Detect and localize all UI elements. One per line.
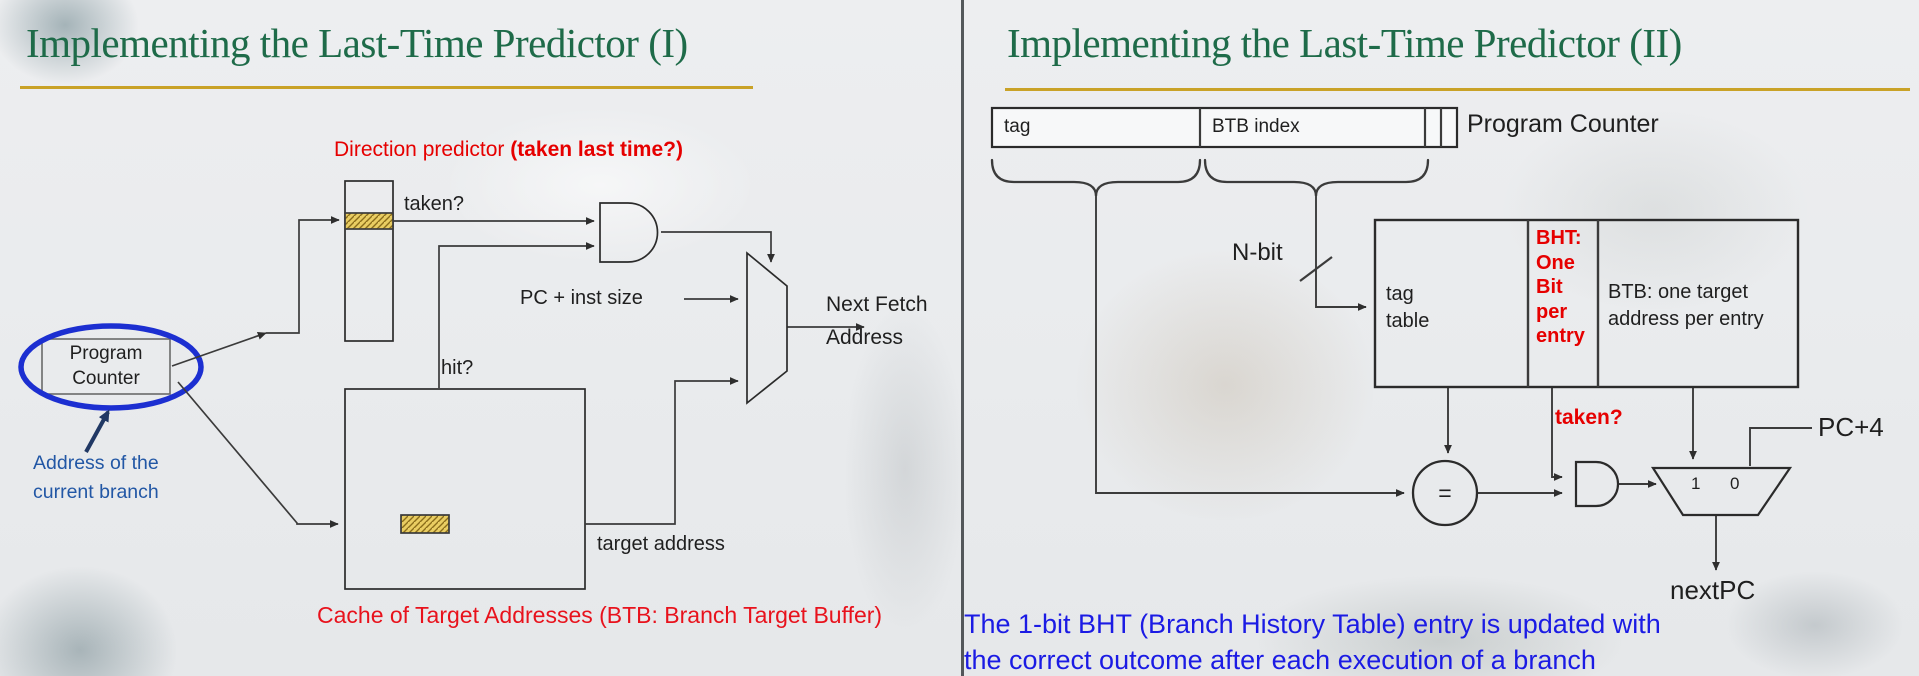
underbraces (990, 158, 1430, 197)
left-wires (171, 216, 865, 528)
bht-line: entry (1536, 325, 1585, 347)
bht-note-line2: the correct outcome after each execution… (964, 645, 1596, 675)
background-art (1690, 550, 1919, 676)
btb-entry-hatched (400, 514, 450, 534)
background-art (390, 80, 810, 290)
btb-caption: Cache of Target Addresses (BTB: Branch T… (317, 602, 883, 628)
address-note-line1: Address of the (33, 452, 159, 474)
header-bold-text: (taken last time?) (510, 138, 683, 161)
taken-label: taken? (404, 193, 465, 215)
next-fetch-label-2: Address (826, 326, 904, 349)
direction-predictor-table (344, 180, 394, 342)
program-counter-label: Program Counter (42, 341, 170, 391)
right-title-underline (1005, 88, 1910, 91)
tag-table-label-1: tag (1386, 283, 1414, 305)
background-art (1010, 190, 1440, 580)
and-gate-right (1574, 460, 1620, 508)
hit-label: hit? (441, 357, 474, 379)
address-note-line2: current branch (33, 481, 159, 503)
right-wires (1095, 196, 1812, 571)
n-bit-label: N-bit (1232, 239, 1283, 266)
right-slide-title: Implementing the Last-Time Predictor (II… (1007, 20, 1682, 66)
btb-column-label-1: BTB: one target (1608, 281, 1749, 303)
mux-right (1650, 466, 1793, 517)
direction-predictor-header: Direction predictor (taken last time?) (334, 138, 683, 162)
btb-column-label-2: address per entry (1608, 308, 1764, 330)
annotation-arrow (84, 409, 110, 453)
bht-line: per (1536, 300, 1568, 323)
and-gate-left (599, 202, 659, 263)
predictor-entry-hatched (344, 212, 394, 230)
bht-column-label: BHT: One Bit per entry (1536, 226, 1585, 349)
background-art (0, 530, 220, 676)
left-title-underline (20, 86, 753, 89)
register-btb-index-label: BTB index (1212, 116, 1300, 137)
pc-inst-size-label: PC + inst size (520, 287, 643, 309)
slide-divider (961, 0, 964, 676)
bht-line: Bit (1536, 276, 1563, 298)
btb-cache-box (344, 388, 586, 590)
mux-input-0-label: 0 (1730, 474, 1740, 493)
bht-note-line1: The 1-bit BHT (Branch History Table) ent… (964, 609, 1661, 639)
bus-width-slash (1299, 256, 1333, 282)
bht-line: One (1536, 251, 1575, 274)
program-counter-caption: Program Counter (1467, 110, 1659, 138)
nextpc-label: nextPC (1670, 575, 1756, 605)
taken-label-right: taken? (1555, 406, 1623, 429)
header-normal-text: Direction predictor (334, 138, 511, 161)
program-counter-line1: Program (69, 343, 143, 364)
register-tag-label: tag (1004, 116, 1031, 137)
mux-left (746, 251, 788, 405)
bht-line: BHT: (1536, 227, 1582, 249)
mux-input-1-label: 1 (1691, 474, 1701, 493)
pc-plus-4-label: PC+4 (1818, 412, 1884, 442)
left-slide-title: Implementing the Last-Time Predictor (I) (26, 20, 688, 66)
equals-symbol: = (1438, 480, 1452, 506)
next-fetch-label-1: Next Fetch (826, 293, 928, 316)
target-address-label: target address (597, 533, 725, 555)
tag-table-label-2: table (1386, 310, 1430, 332)
program-counter-line2: Counter (72, 368, 140, 389)
